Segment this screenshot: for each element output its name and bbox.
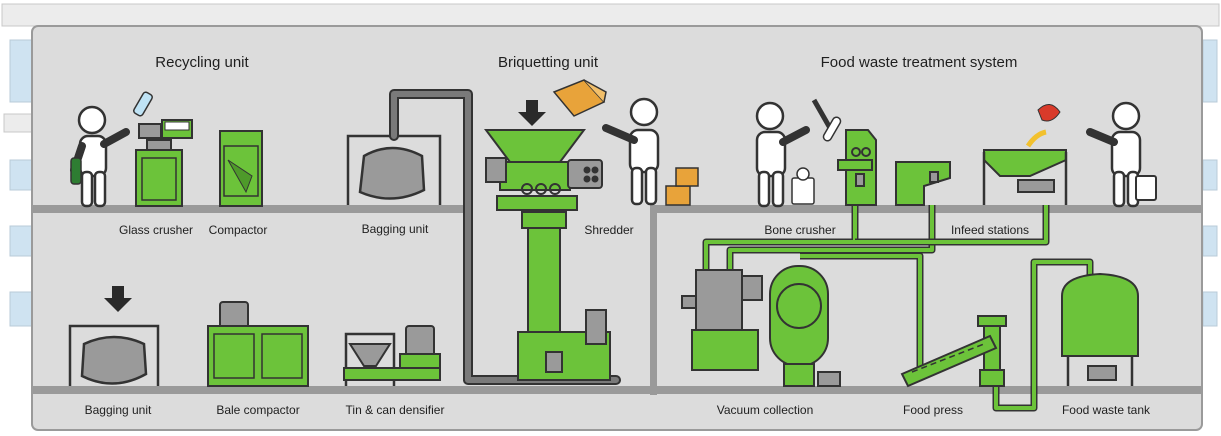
label-glass-crusher: Glass crusher — [118, 223, 194, 237]
deck-floor-upper-left — [33, 205, 473, 213]
glass-crusher-machine — [135, 119, 193, 207]
label-infeed-stations: Infeed stations — [950, 223, 1030, 237]
label-shredder: Shredder — [584, 223, 634, 237]
plastic-bottle-icon — [133, 91, 153, 117]
section-title-food-waste: Food waste treatment system — [820, 54, 1018, 71]
bale-compactor-machine — [207, 301, 309, 387]
label-bagging-unit-bottom: Bagging unit — [84, 403, 152, 417]
food-bin-icon — [791, 167, 815, 205]
glass-bottle-icon — [70, 157, 82, 185]
window — [1202, 225, 1218, 257]
fish-bone-icon — [811, 98, 833, 130]
machine-room — [31, 25, 1203, 431]
infeed-arrow-icon — [104, 286, 132, 312]
label-compactor: Compactor — [208, 223, 268, 237]
cardboard-box-icon — [552, 79, 607, 117]
label-tin-can-densifier: Tin & can densifier — [345, 403, 445, 417]
window — [1202, 291, 1218, 327]
upper-deck-strip — [1, 3, 1220, 27]
vacuum-pipe-food-waste — [702, 205, 1094, 412]
shredder-machine — [484, 129, 611, 381]
infeed-station-1 — [895, 161, 951, 206]
cardboard-stack-icon — [665, 167, 699, 206]
window — [1202, 159, 1218, 191]
tin-can-densifier-machine — [343, 325, 441, 386]
person-food-right — [1086, 101, 1157, 208]
bagging-unit-bottom-machine — [68, 324, 160, 386]
person-food-left — [755, 101, 810, 208]
window — [1202, 39, 1218, 103]
label-bagging-unit-top: Bagging unit — [361, 222, 429, 236]
vacuum-collection-machine — [681, 265, 841, 387]
label-food-press: Food press — [902, 403, 964, 417]
infeed-arrow-icon — [518, 100, 546, 126]
bone-icon — [822, 116, 842, 142]
food-press-machine — [900, 315, 1007, 388]
food-waste-tank-machine — [1061, 272, 1139, 386]
person-briquetting — [602, 97, 660, 206]
section-title-briquetting: Briquetting unit — [497, 54, 599, 71]
deck-floor-lower-left — [33, 386, 473, 394]
deck-floor-lower-right — [656, 386, 1201, 394]
label-bale-compactor: Bale compactor — [216, 403, 300, 417]
infeed-station-2 — [982, 149, 1068, 205]
label-bone-crusher: Bone crusher — [764, 223, 836, 237]
person-recycling — [70, 105, 130, 208]
label-vacuum-collection: Vacuum collection — [716, 403, 814, 417]
deck-floor-lower-mid — [473, 386, 656, 394]
banana-peel-icon — [1025, 129, 1047, 148]
bone-crusher-machine — [837, 129, 877, 206]
compactor-machine — [219, 130, 263, 207]
label-food-waste-tank: Food waste tank — [1061, 403, 1151, 417]
food-scraps-icon — [1037, 104, 1061, 122]
section-title-recycling: Recycling unit — [155, 54, 249, 71]
bulkhead — [650, 205, 657, 395]
